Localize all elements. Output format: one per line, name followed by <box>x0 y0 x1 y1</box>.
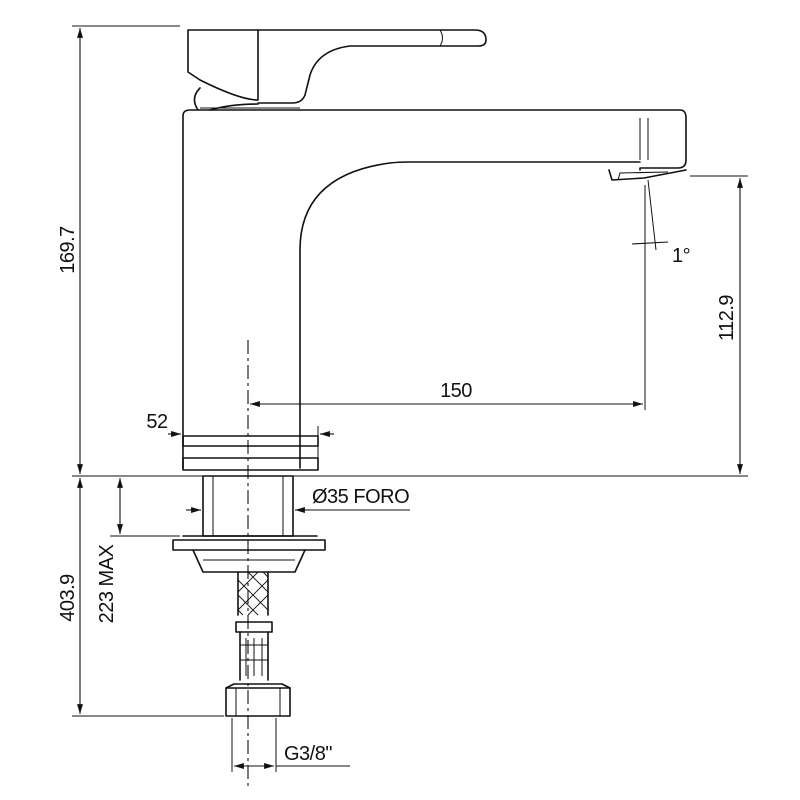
base-assembly <box>172 435 326 717</box>
spout-angle-label: 1° <box>672 245 690 267</box>
spout-height-label: 112.9 <box>716 295 738 341</box>
total-height-label: 169.7 <box>57 226 79 274</box>
hole-diameter-label: Ø35 FORO <box>312 486 409 508</box>
below-deck-length-label: 403.9 <box>57 574 79 622</box>
base-diameter-label: 52 <box>146 411 168 433</box>
spout-reach-label: 150 <box>440 380 472 402</box>
dimension-lines <box>72 25 748 772</box>
faucet-handle <box>187 29 487 111</box>
max-deck-thickness-label: 223 MAX <box>96 544 118 623</box>
faucet-body <box>182 109 687 469</box>
connection-label: G3/8" <box>284 743 332 765</box>
